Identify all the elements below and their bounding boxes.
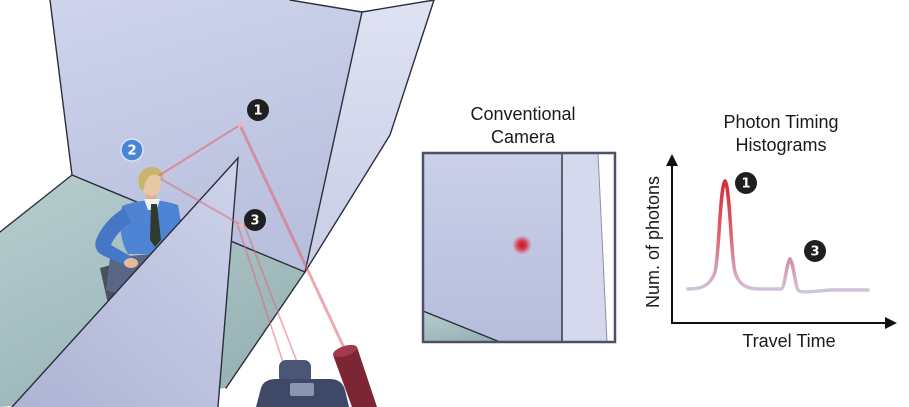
camera-view-frame [421,151,617,344]
laser-body [333,347,377,407]
person-hand [124,258,138,268]
side-wall-outer-edge [304,0,435,273]
histogram-peak-marker-3-label: 3 [810,245,819,260]
wall-left-edge [49,0,73,176]
laser-aperture [333,344,357,358]
light-paths [159,123,348,363]
marker-3-badge [244,209,266,231]
laser-spot-3 [238,222,244,228]
floor-front-edge [225,271,306,389]
wall-top-edge [289,0,363,13]
person-left-arm [95,208,132,266]
bounce-to-person [159,124,241,176]
view-side-wall [562,153,607,342]
camera-top-panel [290,383,314,396]
marker-1-badge [247,99,269,121]
back-wall [50,0,362,272]
marker-3-label: 3 [250,214,259,229]
person-neck [146,193,156,202]
y-axis-arrowhead [666,154,678,166]
bounce-to-wall [160,178,242,226]
histogram-panel: Photon Timing Histograms Num. of photons… [643,112,897,351]
camera-ray-left [237,225,284,363]
laser-device [333,344,377,407]
x-axis-label: Travel Time [742,331,835,351]
histogram-peak-marker-3-badge [804,240,826,262]
histogram-peak-marker-1-label: 1 [741,177,750,192]
wall-corner-edge [304,11,363,273]
view-side-wall-edge [597,153,608,342]
spad-camera [256,360,349,407]
laser-spot-1 [237,122,243,128]
histogram-peak-marker-3: 3 [804,240,826,262]
histogram-peak-marker-1-badge [735,172,757,194]
person-tie [150,204,161,247]
view-back-wall [423,153,562,342]
marker-1-label: 1 [253,104,262,119]
conventional-camera-title-line-1: Conventional [470,104,575,124]
histogram-title-line-1: Photon Timing [723,112,838,132]
histogram-peak-marker-1: 1 [735,172,757,194]
x-axis-arrowhead [885,317,897,329]
laser-dot [512,235,532,255]
occluder-edge [11,156,239,407]
view-floor-edge [423,310,501,342]
marker-2-label: 2 [127,144,136,159]
camera-ray-right [243,223,298,363]
y-axis-label: Num. of photons [643,176,663,308]
side-wall-top-edge [361,0,435,13]
camera-lens [279,360,311,384]
nlos-scene: 1 2 3 [0,0,435,407]
histogram-curve [686,179,870,294]
histogram-title-line-2: Histograms [735,135,826,155]
marker-2-badge [120,138,144,162]
laser-beam [238,123,348,354]
conventional-camera-title-line-2: Camera [491,127,556,147]
floor-left-edge [0,174,73,233]
marker-3: 3 [244,209,266,231]
marker-1: 1 [247,99,269,121]
side-wall [305,0,434,272]
camera-view [423,153,615,342]
person-hair [138,167,164,192]
marker-2: 2 [120,138,144,162]
conventional-camera-panel: Conventional Camera [421,104,617,344]
